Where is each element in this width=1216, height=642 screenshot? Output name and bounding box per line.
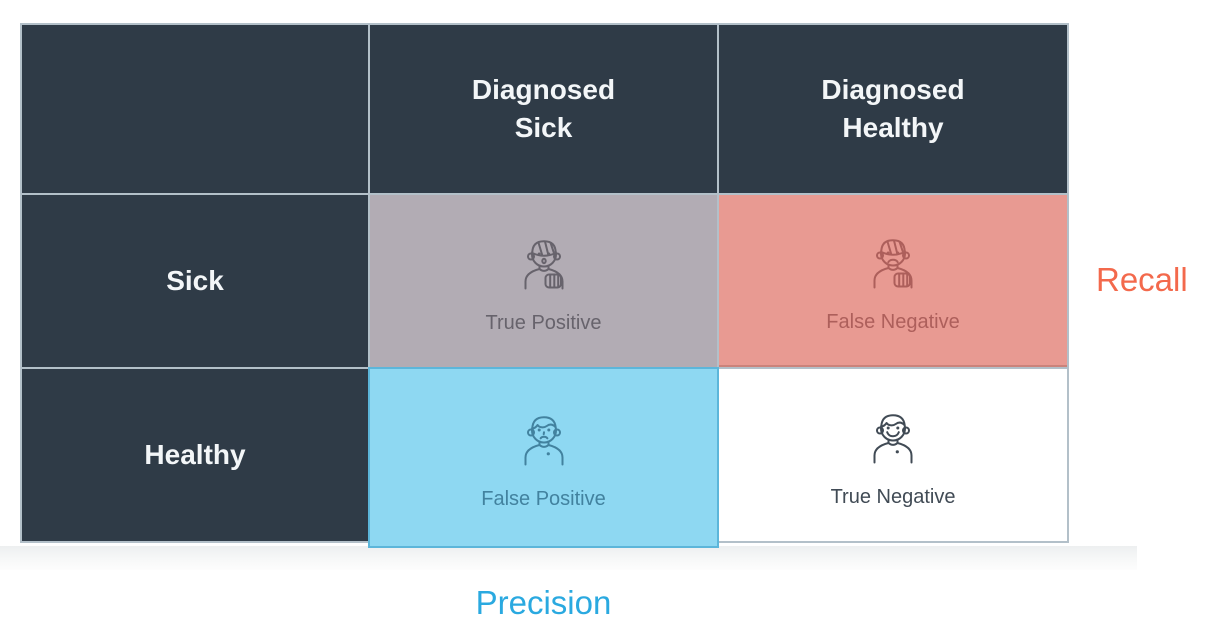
column-header-diagnosed-sick: Diagnosed Sick: [370, 25, 717, 193]
worried-person-icon: [524, 415, 563, 465]
false-positive-cell: False Positive: [368, 367, 719, 548]
column-header-label: Diagnosed Healthy: [821, 74, 965, 143]
background-strip: [0, 546, 1137, 570]
precision-annotation-wrap: Precision: [368, 584, 719, 622]
precision-annotation: Precision: [475, 584, 612, 621]
column-header-label: Diagnosed Sick: [471, 74, 616, 143]
false-negative-cell: False Negative: [719, 195, 1067, 367]
row-header-label: Healthy: [144, 439, 246, 471]
row-header-healthy: Healthy: [22, 369, 368, 541]
row-header-sick: Sick: [22, 195, 368, 367]
bandaged-sad-patient-icon: [873, 239, 913, 289]
true-positive-cell: True Positive: [370, 195, 717, 367]
true-negative-cell: True Negative: [719, 369, 1067, 541]
cell-label: False Negative: [826, 311, 960, 333]
cell-label: True Negative: [830, 486, 956, 508]
corner-cell: [22, 25, 368, 193]
bandaged-patient-icon: [524, 240, 563, 290]
cell-label: False Positive: [481, 487, 606, 510]
recall-annotation: Recall: [1096, 261, 1188, 298]
row-header-label: Sick: [166, 265, 224, 297]
confusion-matrix-table: Diagnosed Sick Diagnosed Healthy Sick: [20, 23, 1069, 543]
smiling-person-icon: [873, 414, 913, 464]
cell-label: True Positive: [485, 312, 602, 334]
column-header-diagnosed-healthy: Diagnosed Healthy: [719, 25, 1067, 193]
